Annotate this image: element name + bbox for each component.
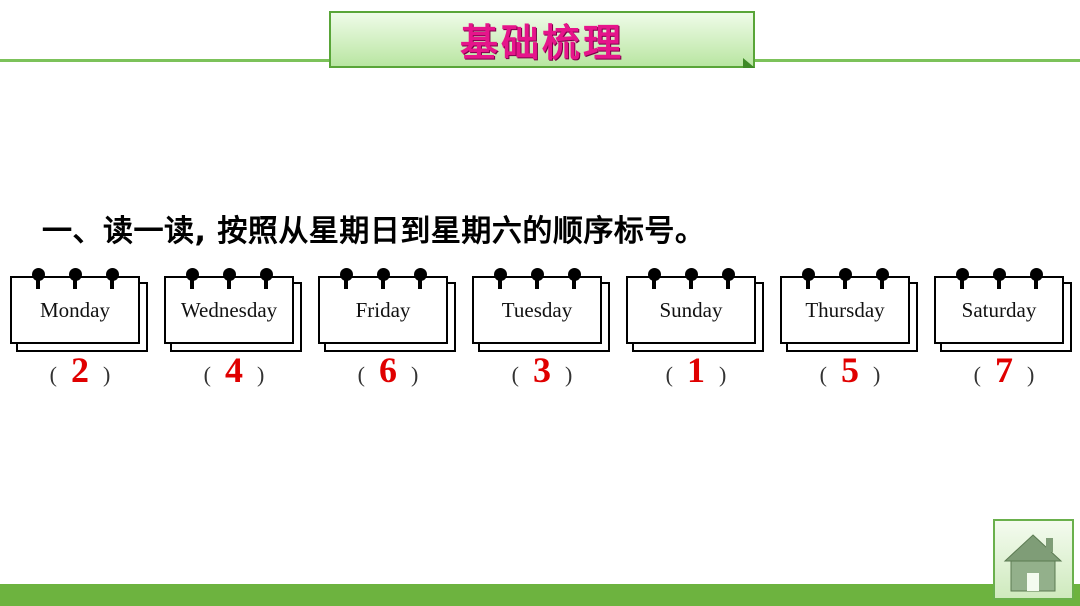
close-paren: )	[565, 362, 573, 387]
answer-number: 5	[841, 350, 859, 390]
answer-slot: (1)	[626, 349, 766, 391]
calendar-card: Saturday (7)	[934, 265, 1074, 390]
answer-slot: (2)	[10, 349, 150, 391]
binder-ring-icon	[839, 268, 852, 281]
binder-ring-icon	[340, 268, 353, 281]
answer-number: 6	[379, 350, 397, 390]
ring-bar	[190, 275, 194, 289]
close-paren: )	[257, 362, 265, 387]
close-paren: )	[411, 362, 419, 387]
ring-bar	[997, 275, 1001, 289]
binder-ring-icon	[802, 268, 815, 281]
ring-bar	[843, 275, 847, 289]
ring-bar	[652, 275, 656, 289]
open-paren: (	[973, 362, 981, 387]
binder-ring-icon	[876, 268, 889, 281]
binder-ring-icon	[414, 268, 427, 281]
answer-number: 2	[71, 350, 89, 390]
close-paren: )	[719, 362, 727, 387]
binder-ring-icon	[648, 268, 661, 281]
open-paren: (	[819, 362, 827, 387]
calendar-card: Thursday (5)	[780, 265, 920, 390]
ring-bar	[880, 275, 884, 289]
binder-ring-icon	[186, 268, 199, 281]
open-paren: (	[49, 362, 57, 387]
answer-slot: (5)	[780, 349, 920, 391]
calendar-card: Friday (6)	[318, 265, 458, 390]
answer-slot: (6)	[318, 349, 458, 391]
binder-ring-icon	[722, 268, 735, 281]
home-icon	[1003, 534, 1063, 592]
ring-bar	[36, 275, 40, 289]
binder-ring-icon	[956, 268, 969, 281]
answer-slot: (4)	[164, 349, 304, 391]
ring-bar	[264, 275, 268, 289]
card-word: Wednesday	[164, 276, 294, 344]
ring-bar	[110, 275, 114, 289]
open-paren: (	[665, 362, 673, 387]
calendar-card: Monday (2)	[10, 265, 150, 390]
open-paren: (	[511, 362, 519, 387]
ring-bar	[344, 275, 348, 289]
binder-ring-icon	[568, 268, 581, 281]
ring-bar	[572, 275, 576, 289]
calendar-card: Wednesday (4)	[164, 265, 304, 390]
answer-number: 7	[995, 350, 1013, 390]
ring-bar	[418, 275, 422, 289]
question-text: 一、读一读, 按照从星期日到星期六的顺序标号。	[42, 214, 706, 249]
answer-number: 1	[687, 350, 705, 390]
page-title: 基础梳理	[459, 21, 624, 65]
binder-ring-icon	[260, 268, 273, 281]
answer-slot: (7)	[934, 349, 1074, 391]
ring-bar	[689, 275, 693, 289]
close-paren: )	[873, 362, 881, 387]
ring-bar	[960, 275, 964, 289]
footer-bar	[0, 584, 1080, 606]
section-banner: 基础梳理	[329, 11, 755, 68]
binder-ring-icon	[106, 268, 119, 281]
binder-ring-icon	[223, 268, 236, 281]
banner-fold	[743, 58, 755, 68]
open-paren: (	[357, 362, 365, 387]
answer-number: 4	[225, 350, 243, 390]
binder-ring-icon	[531, 268, 544, 281]
ring-bar	[1034, 275, 1038, 289]
close-paren: )	[1027, 362, 1035, 387]
binder-ring-icon	[993, 268, 1006, 281]
ring-bar	[726, 275, 730, 289]
calendar-cards: Monday (2) Wednesday (4) Friday (6) Tues…	[0, 265, 1080, 395]
binder-ring-icon	[69, 268, 82, 281]
binder-ring-icon	[32, 268, 45, 281]
home-button[interactable]	[993, 519, 1074, 600]
ring-bar	[227, 275, 231, 289]
open-paren: (	[203, 362, 211, 387]
ring-bar	[381, 275, 385, 289]
ring-bar	[73, 275, 77, 289]
answer-slot: (3)	[472, 349, 612, 391]
ring-bar	[806, 275, 810, 289]
close-paren: )	[103, 362, 111, 387]
binder-ring-icon	[494, 268, 507, 281]
ring-bar	[498, 275, 502, 289]
calendar-card: Tuesday (3)	[472, 265, 612, 390]
binder-ring-icon	[377, 268, 390, 281]
answer-number: 3	[533, 350, 551, 390]
ring-bar	[535, 275, 539, 289]
calendar-card: Sunday (1)	[626, 265, 766, 390]
binder-ring-icon	[685, 268, 698, 281]
binder-ring-icon	[1030, 268, 1043, 281]
